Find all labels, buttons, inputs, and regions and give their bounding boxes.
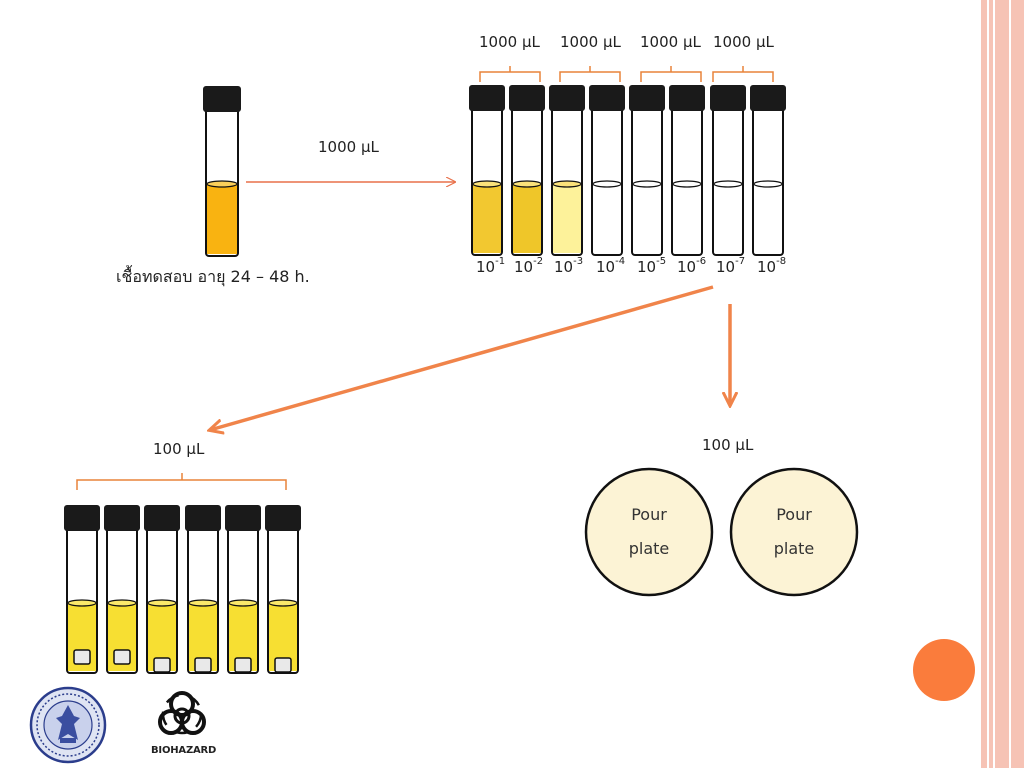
broth-volume-label: 100 µL <box>153 440 205 458</box>
edge-stripe-1 <box>981 0 987 768</box>
broth-tube-1 <box>64 505 100 674</box>
pour-plate-2-text: Pour plate <box>754 498 834 566</box>
dilution-tube-2 <box>509 85 545 256</box>
dilution-base-3: 10 <box>554 258 574 276</box>
durham-tube-5 <box>234 657 252 673</box>
dilution-exponent-8: -8 <box>776 256 787 267</box>
series-transfer-label-2: 1000 µL <box>560 33 621 51</box>
broth-tube-2 <box>104 505 140 674</box>
dilution-liquid-3 <box>553 184 581 253</box>
broth-tube-4 <box>185 505 221 674</box>
dilution-tube-6 <box>669 85 705 256</box>
series-transfer-label-3: 1000 µL <box>640 33 701 51</box>
dilution-tube-4 <box>589 85 625 256</box>
dilution-exponent-2: -2 <box>533 256 544 267</box>
dilution-base-8: 10 <box>757 258 777 276</box>
arrow-to-broth <box>210 285 714 430</box>
durham-tube-4 <box>194 657 212 673</box>
dilution-base-5: 10 <box>637 258 657 276</box>
dilution-exponent-4: -4 <box>615 256 626 267</box>
plate-volume-label: 100 µL <box>702 436 754 454</box>
broth-tubes <box>64 505 301 674</box>
biohazard-label: BIOHAZARD <box>151 745 217 756</box>
dilution-label-5: 10-5 <box>637 256 667 276</box>
edge-stripe-2 <box>989 0 993 768</box>
dilution-base-6: 10 <box>677 258 697 276</box>
decorative-circle <box>913 639 975 701</box>
series-brackets <box>479 66 774 82</box>
series-transfer-label-1: 1000 µL <box>479 33 540 51</box>
source-label: เชื้อทดสอบ อายุ 24 – 48 h. <box>116 267 310 286</box>
dilution-exponent-6: -6 <box>696 256 707 267</box>
dilution-label-1: 10-1 <box>476 256 506 276</box>
dilution-base-4: 10 <box>596 258 616 276</box>
dilution-exponent-3: -3 <box>573 256 584 267</box>
pour-plate-2-line1: Pour <box>776 505 812 524</box>
dilution-liquid-1 <box>473 184 501 253</box>
pour-plate-1-text: Pour plate <box>609 498 689 566</box>
dilution-base-2: 10 <box>514 258 534 276</box>
pour-plate-2 <box>729 467 859 597</box>
dilution-liquid-2 <box>513 184 541 253</box>
dilution-series <box>469 85 786 256</box>
dilution-label-2: 10-2 <box>514 256 544 276</box>
dilution-label-7: 10-7 <box>716 256 746 276</box>
dilution-exponent-7: -7 <box>735 256 746 267</box>
dilution-base-1: 10 <box>476 258 496 276</box>
biohazard-icon <box>158 691 206 735</box>
broth-tube-6 <box>265 505 301 674</box>
dilution-label-6: 10-6 <box>677 256 707 276</box>
pour-plate-1-line1: Pour <box>631 505 667 524</box>
dilution-label-3: 10-3 <box>554 256 584 276</box>
dilution-tube-1 <box>469 85 505 256</box>
broth-tube-3 <box>144 505 180 674</box>
dilution-tube-3 <box>549 85 585 256</box>
dilution-exponent-5: -5 <box>656 256 667 267</box>
dilution-tube-8 <box>750 85 786 256</box>
university-seal-logo <box>29 686 107 764</box>
durham-tube-2 <box>113 649 131 665</box>
dilution-label-4: 10-4 <box>596 256 626 276</box>
broth-bracket <box>76 473 287 490</box>
dilution-tube-7 <box>710 85 746 256</box>
dilution-tube-5 <box>629 85 665 256</box>
source-tube <box>203 86 241 257</box>
pour-plate-1 <box>584 467 714 597</box>
transfer-volume-label: 1000 µL <box>318 138 379 156</box>
dilution-label-8: 10-8 <box>757 256 787 276</box>
source-liquid <box>207 184 237 254</box>
edge-stripe-4 <box>1011 0 1024 768</box>
pour-plate-2-line2: plate <box>773 539 815 558</box>
broth-tube-5 <box>225 505 261 674</box>
dilution-exponent-1: -1 <box>495 256 506 267</box>
edge-stripe-3 <box>995 0 1009 768</box>
durham-tube-6 <box>274 657 292 673</box>
series-transfer-label-4: 1000 µL <box>713 33 774 51</box>
durham-tube-3 <box>153 657 171 673</box>
pour-plate-1-line2: plate <box>628 539 670 558</box>
durham-tube-1 <box>73 649 91 665</box>
dilution-base-7: 10 <box>716 258 736 276</box>
